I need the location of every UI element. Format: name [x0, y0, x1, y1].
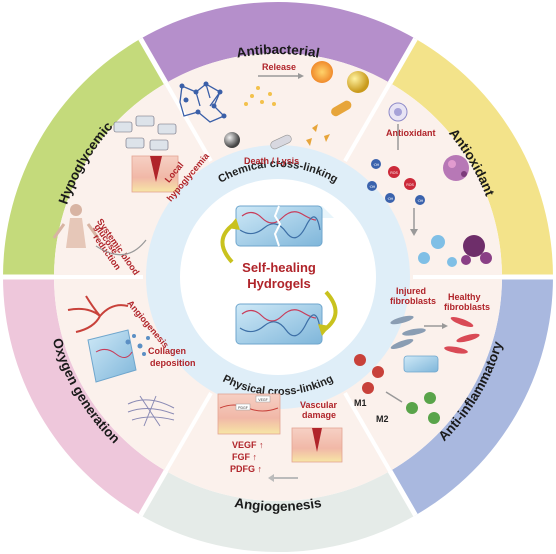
- hydrogel-block-top: [235, 205, 334, 247]
- dead-bacterium-icon: [224, 132, 240, 148]
- apoptotic-cell-icon: [461, 235, 492, 265]
- collagen-deposition-line2: deposition: [150, 358, 196, 368]
- injured-fibroblast-icons: [390, 315, 426, 349]
- oxygen-hydrogel-icon: [87, 329, 137, 383]
- oxygen-bubbles: [125, 334, 150, 356]
- center-title-line1: Self-healing: [242, 260, 316, 275]
- healthy-cell-icons: [418, 235, 457, 267]
- segment-separators: [3, 37, 553, 517]
- vascular-damage-line2: damage: [302, 410, 336, 420]
- damaged-cell-icon: [443, 155, 469, 181]
- label-angiogenesis: Angiogenesis: [233, 495, 322, 514]
- antioxidant-panel: Antioxidant ·OH ·OH ·OH ·OH ROS ROS: [367, 102, 492, 267]
- fgf-increase: FGF ↑: [232, 452, 257, 462]
- local-wound-icon: [150, 156, 162, 182]
- left-arrow-head: [228, 218, 240, 230]
- healthy-fibroblasts-line1: Healthy: [448, 292, 481, 302]
- vegf-increase: VEGF ↑: [232, 440, 264, 450]
- healthy-fibroblasts-line2: fibroblasts: [444, 302, 490, 312]
- vascular-damage-line1: Vascular: [300, 400, 338, 410]
- bacterium-yellow-icon: [347, 71, 369, 93]
- skin-layers-healing: [217, 393, 281, 435]
- oh-radical-4: ·OH: [417, 199, 424, 203]
- ros-label-1: ROS: [390, 171, 398, 175]
- center-title-line2: Hydrogels: [247, 276, 311, 291]
- oh-radical-1: ·OH: [373, 163, 380, 167]
- segment-hypoglycemic: [2, 38, 166, 277]
- label-antibacterial: Antibacterial: [235, 42, 320, 61]
- angiogenesis-panel: PDGF VEGF Vascular damage VEGF ↑ FGF ↑ P…: [217, 393, 343, 482]
- m1-label: M1: [354, 398, 367, 408]
- m2-label: M2: [376, 414, 389, 424]
- bacterium-rod-icon: [331, 100, 352, 117]
- oh-radical-3: ·OH: [387, 197, 394, 201]
- bacterium-orange-icon: [311, 61, 333, 83]
- released-particles: [244, 86, 276, 106]
- m1-macrophage-icons: [354, 354, 384, 394]
- insulin-vials-icon: [113, 115, 177, 151]
- debris-fragments: [306, 124, 330, 146]
- pdgf-tag: PDGF: [238, 406, 248, 410]
- anti-inflammatory-panel: Injured fibroblasts Healthy fibroblasts …: [354, 286, 490, 424]
- human-figure-icon: [52, 204, 100, 248]
- oh-radical-2: ·OH: [369, 185, 376, 189]
- segment-angiogenesis: [140, 471, 416, 553]
- collagen-deposition-line1: Collagen: [148, 346, 186, 356]
- injured-fibroblasts-line1: Injured: [396, 286, 426, 296]
- blood-vessels-icon: [67, 295, 129, 333]
- svg-text:Angiogenesis: Angiogenesis: [233, 495, 322, 514]
- segment-anti-inflammatory: [390, 277, 553, 516]
- segment-antioxidant: [390, 38, 553, 277]
- lysed-bacterium-icon: [270, 134, 292, 150]
- death-lysis-label: Death / Lysis: [244, 156, 299, 166]
- release-label: Release: [262, 62, 296, 72]
- ros-label-2: ROS: [406, 183, 414, 187]
- segment-oxygen-generation: [3, 277, 166, 516]
- network-nodes: [179, 81, 227, 119]
- svg-text:Antibacterial: Antibacterial: [235, 42, 320, 61]
- vegf-tag: VEGF: [258, 398, 268, 402]
- ros-particles: [388, 166, 416, 190]
- antibacterial-panel: Release Death / Lysis: [179, 61, 369, 166]
- antioxidant-label: Antioxidant: [386, 128, 436, 138]
- pdfg-increase: PDFG ↑: [230, 464, 262, 474]
- right-arrow-head: [318, 324, 330, 336]
- healthy-fibroblast-icons: [444, 317, 480, 354]
- mini-hydrogel-icon: [403, 355, 439, 373]
- collagen-fibers-icon: [127, 395, 175, 427]
- hydroxyl-radicals: [367, 159, 425, 205]
- wound-icon: [312, 428, 322, 452]
- segment-antibacterial: [140, 1, 416, 83]
- m2-macrophage-icons: [406, 392, 440, 424]
- hypoglycemic-panel: Local hypoglycemia Systemic blood glucos…: [52, 115, 212, 277]
- injured-fibroblasts-line2: fibroblasts: [390, 296, 436, 306]
- hydrogel-block-bottom: [235, 303, 323, 345]
- panel-dividers: [54, 82, 502, 472]
